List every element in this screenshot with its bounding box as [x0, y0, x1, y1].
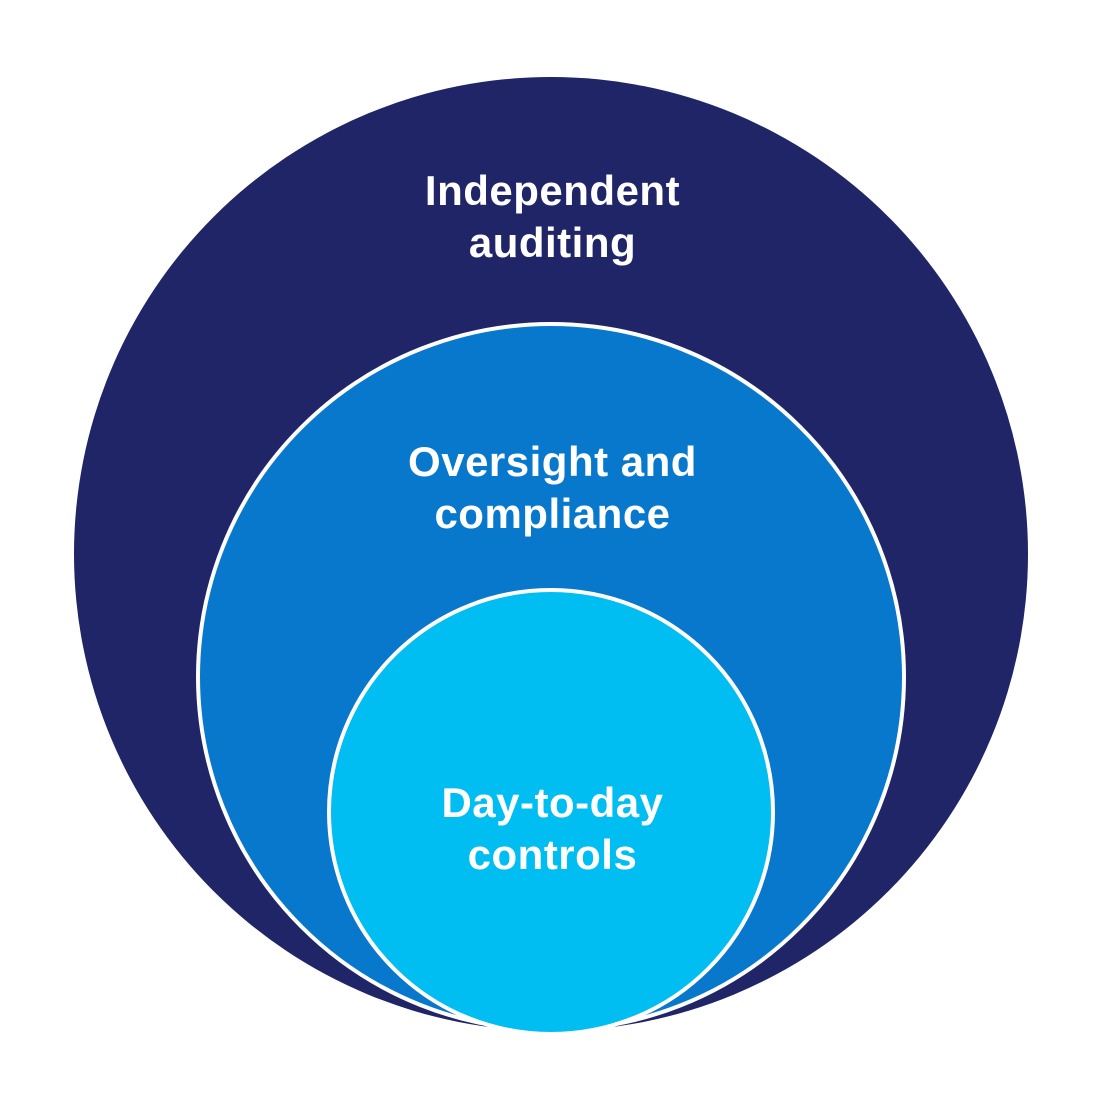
inner-circle-day-to-day-controls	[327, 588, 775, 1036]
